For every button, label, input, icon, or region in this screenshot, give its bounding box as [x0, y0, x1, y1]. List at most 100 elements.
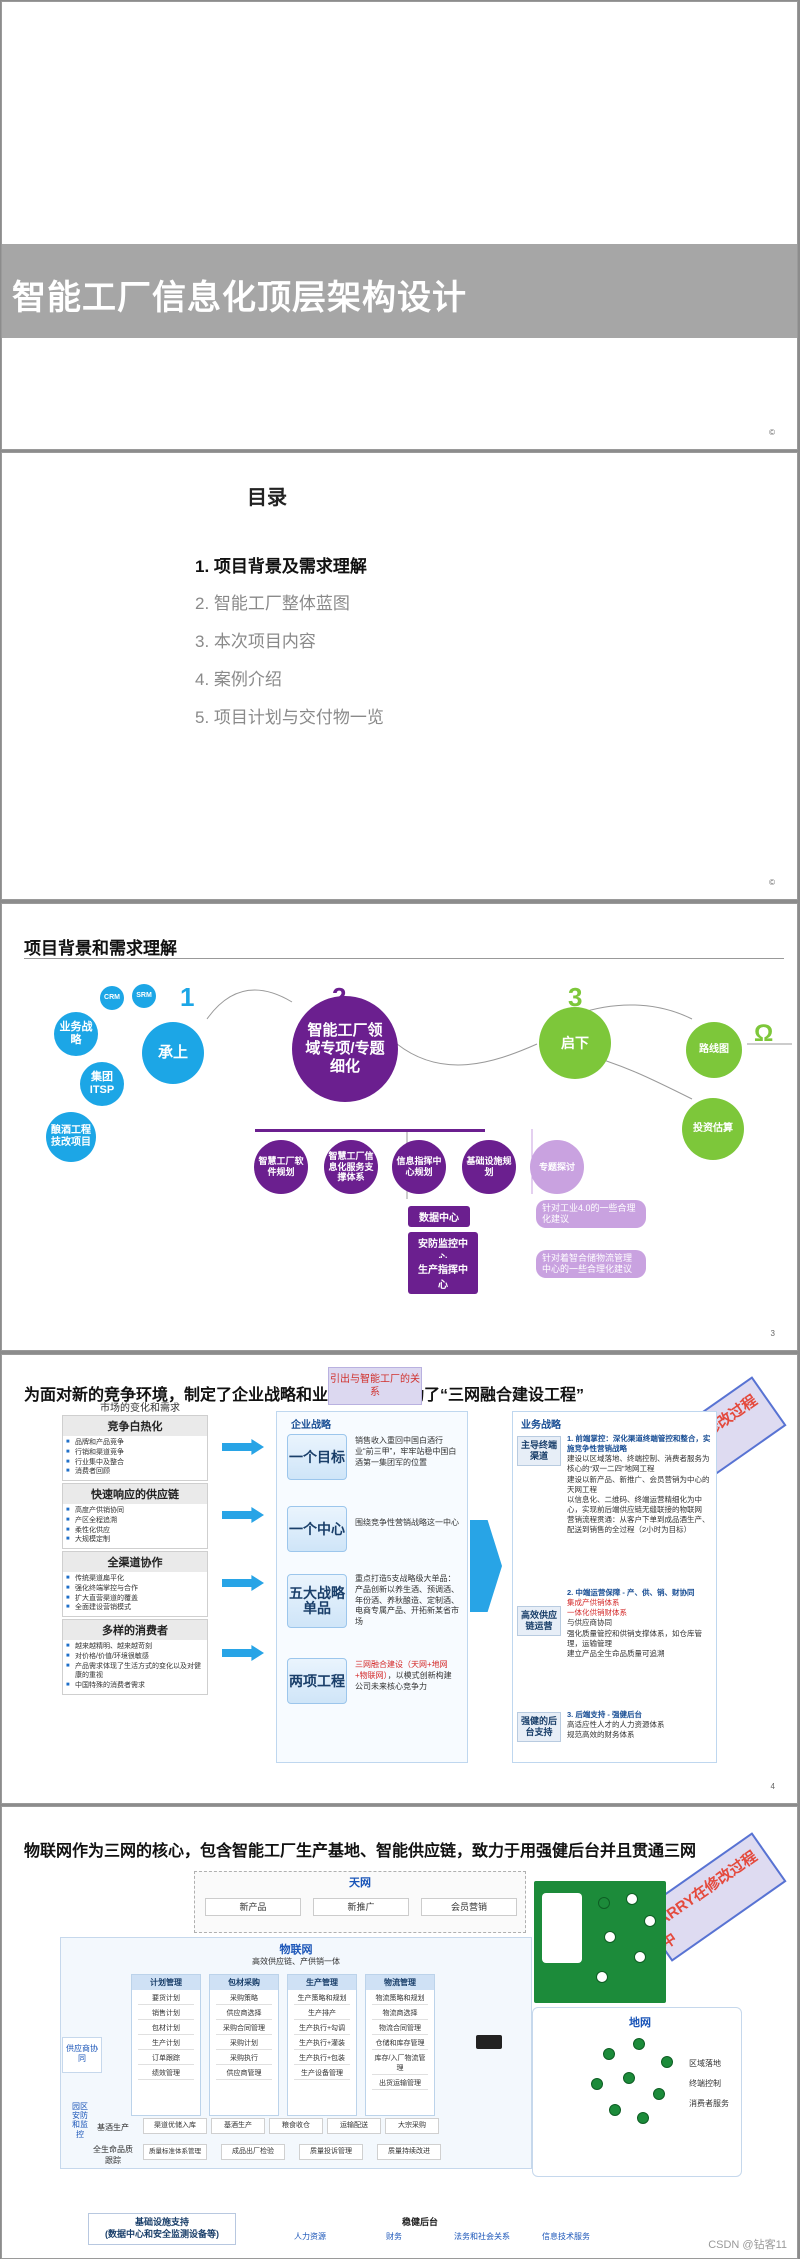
column-item: 供应商管理 — [216, 2068, 272, 2080]
user-node-icon — [653, 2088, 665, 2100]
phone-network-graphic — [534, 1881, 666, 2003]
roadmap-circle: 路线图 — [686, 1022, 742, 1078]
diwang-item: 消费者服务 — [689, 2098, 729, 2109]
toc-item[interactable]: 1. 项目背景及需求理解 — [195, 552, 367, 577]
user-node-icon — [644, 1915, 656, 1927]
base-item: 运输配送 — [327, 2118, 381, 2134]
user-node-icon — [626, 1893, 638, 1905]
toc-item[interactable]: 4. 案例介绍 — [195, 665, 282, 690]
quality-item: 质量投诉管理 — [299, 2144, 363, 2160]
brewing-project-circle: 酿酒工程技改项目 — [46, 1112, 96, 1162]
slide-cover: 智能工厂信息化顶层架构设计 © — [1, 1, 798, 450]
market-item: 产品需求体现了生活方式的变化以及对健康的重视 — [75, 1662, 201, 1682]
toc-item[interactable]: 3. 本次项目内容 — [195, 627, 316, 652]
cover-title: 智能工厂信息化顶层架构设计 — [12, 270, 467, 319]
function-column: 计划管理 要货计划 销售计划 包材计划 生产计划 订单跟踪 绩效管理 — [131, 1974, 201, 2116]
column-item: 订单跟踪 — [138, 2053, 194, 2065]
tianwang-item: 新产品 — [205, 1898, 301, 1916]
market-box: 多样的消费者 越来越精明、越来越苛刻 对价格/价值/环境很敏感 产品需求体现了生… — [62, 1619, 208, 1695]
column-head: 物流管理 — [366, 1975, 434, 1990]
business-line: 营销流程贯通：从客户下单到成品酒生产、配送到销售的全过程（2小时为目标） — [567, 1515, 713, 1535]
page-mark: © — [769, 428, 775, 437]
strategy-tag: 五大战略单品 — [287, 1574, 347, 1628]
page-mark: 4 — [771, 1782, 775, 1791]
wulianwang-panel: 物联网 高效供应链、产供销一体 计划管理 要货计划 销售计划 包材计划 生产计划… — [60, 1937, 532, 2169]
step-number: 1 — [180, 982, 194, 1013]
quality-item: 成品出厂检验 — [221, 2144, 285, 2160]
group-itsp-circle: 集团ITSP — [80, 1062, 124, 1106]
strategy-tag: 一个中心 — [287, 1506, 347, 1552]
center-focus-circle: 智能工厂领域专项/专题细化 — [292, 996, 398, 1102]
toc-item[interactable]: 5. 项目计划与交付物一览 — [195, 703, 384, 728]
user-node-icon — [637, 2112, 649, 2124]
user-node-icon — [633, 2038, 645, 2050]
backend-item: 人力资源 — [294, 2231, 326, 2242]
toc-item[interactable]: 2. 智能工厂整体蓝图 — [195, 589, 350, 614]
user-node-icon — [596, 1971, 608, 1983]
slide-strategy: 为面对新的竞争环境，制定了企业战略和业务战略，推动了“三网融合建设工程” 引出与… — [1, 1354, 798, 1804]
market-item: 产区全程追溯 — [75, 1516, 201, 1526]
strategy-text: 围绕竞争性营销战略这一中心 — [355, 1518, 459, 1529]
purple-circle: 基础设施规划 — [462, 1140, 516, 1194]
backend-label: 稳健后台 — [402, 2215, 438, 2228]
column-item: 要货计划 — [138, 1993, 194, 2005]
business-line: 以信息化、二维码、终端运营精细化为中心，实现前后端供应链无缝联接的物联网 — [567, 1495, 713, 1515]
column-item: 采购合同管理 — [216, 2023, 272, 2035]
market-item: 对价格/价值/环境很敏感 — [75, 1652, 201, 1662]
tianwang-panel: 天网 新产品 新推广 会员营销 — [194, 1871, 526, 1933]
column-item: 绩效管理 — [138, 2068, 194, 2080]
big-arrow-icon — [470, 1520, 502, 1612]
column-item: 出货运输管理 — [372, 2078, 428, 2090]
panel-caption: 天网 — [195, 1874, 525, 1890]
column-item: 采购计划 — [216, 2038, 272, 2050]
column-head: 生产管理 — [288, 1975, 356, 1990]
market-item: 消费者回顾 — [75, 1467, 201, 1477]
strategy-tag: 一个目标 — [287, 1434, 347, 1480]
business-line: 与供应商协同 — [567, 1618, 713, 1628]
user-node-icon — [634, 1951, 646, 1963]
column-item: 仓储和库存管理 — [372, 2038, 428, 2050]
tianwang-item: 会员营销 — [421, 1898, 517, 1916]
panel-caption: 企业战略 — [291, 1416, 331, 1431]
strategy-text: 销售收入重回中国白酒行业“前三甲”，牢牢站稳中国白酒第一集团军的位置 — [355, 1436, 459, 1468]
market-item: 全面建设营销模式 — [75, 1603, 201, 1613]
srm-circle: SRM — [132, 984, 156, 1008]
business-line: 规范高效的财务体系 — [567, 1730, 713, 1740]
column-item: 物流合同管理 — [372, 2023, 428, 2035]
market-box: 快速响应的供应链 高度产供销协同 产区全程追溯 柔性化供应 大规模定制 — [62, 1483, 208, 1549]
arrow-icon — [222, 1575, 264, 1591]
panel-caption: 物联网 — [61, 1941, 531, 1957]
truck-icon — [476, 2035, 502, 2049]
column-item: 包材计划 — [138, 2023, 194, 2035]
purple-circle: 信息指挥中心规划 — [392, 1140, 446, 1194]
backend-item: 法务和社会关系 — [454, 2231, 510, 2242]
business-line: 集成产供销体系 — [567, 1598, 713, 1608]
business-line: 建设以新产品、新推广、会员营销为中心的天网工程 — [567, 1475, 713, 1495]
purple-circle: 智慧工厂信息化服务支撑体系 — [324, 1140, 378, 1194]
omega-icon: Ω — [754, 1020, 773, 1048]
market-box-head: 全渠道协作 — [63, 1552, 207, 1572]
column-item: 采购策略 — [216, 1993, 272, 2005]
sub-pill: 数据中心 — [408, 1206, 470, 1227]
sub-pill: 生产指挥中心 — [408, 1258, 478, 1294]
proposal-pill: 针对工业4.0的一些合理化建议 — [536, 1200, 646, 1228]
chengshang-circle: 承上 — [142, 1022, 204, 1084]
column-item: 生产策略和规划 — [294, 1993, 350, 2005]
market-item: 行销和渠道竞争 — [75, 1448, 201, 1458]
business-tag: 高效供应链运营 — [517, 1606, 561, 1636]
arrow-icon — [222, 1439, 264, 1455]
user-node-icon — [604, 1931, 616, 1943]
column-item: 供应商选择 — [216, 2008, 272, 2020]
market-item: 越来越精明、越来越苛刻 — [75, 1642, 201, 1652]
arrow-icon — [222, 1645, 264, 1661]
base-item: 基酒生产 — [211, 2118, 265, 2134]
function-column: 包材采购 采购策略 供应商选择 采购合同管理 采购计划 采购执行 供应商管理 — [209, 1974, 279, 2116]
business-line: 1. 前端掌控：深化渠道终端管控和整合，实施竞争性营销战略 — [567, 1434, 713, 1454]
strategy-text: 重点打造5支战略级大单品：产品创新以养生酒、预调酒、年份酒、养秋酿造、定制酒、电… — [355, 1574, 459, 1628]
business-strategy-panel: 业务战略 主导终端渠道 1. 前端掌控：深化渠道终端管控和整合，实施竞争性营销战… — [512, 1411, 717, 1763]
slide-iot: 物联网作为三网的核心，包含智能工厂生产基地、智能供应链，致力于用强健后台并且贯通… — [1, 1806, 798, 2259]
business-tag: 强健的后台支持 — [517, 1712, 561, 1742]
business-strategy-circle: 业务战略 — [54, 1012, 98, 1056]
column-head: 包材采购 — [210, 1975, 278, 1990]
panel-caption: 地网 — [629, 2014, 651, 2030]
